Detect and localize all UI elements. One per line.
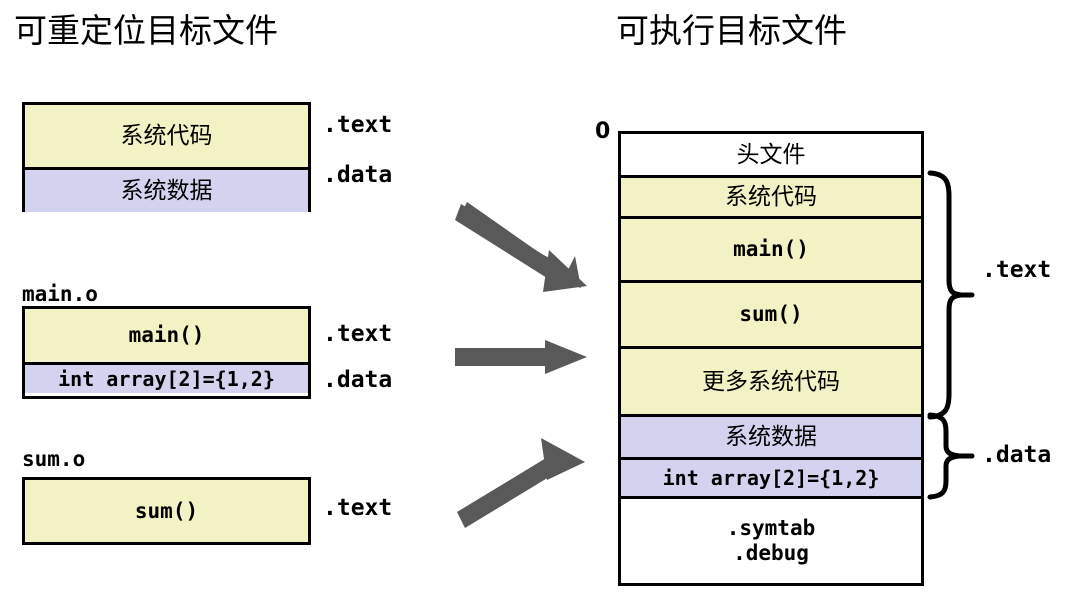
executable-row-header-label: 头文件 bbox=[736, 141, 806, 168]
data-section-brace-label: .data bbox=[982, 442, 1052, 468]
sum-o-text-row: sum() bbox=[25, 480, 308, 542]
system-module-text-row: 系统代码 bbox=[25, 105, 308, 167]
arrow-sum-o-to-executable bbox=[457, 438, 585, 528]
executable-row-sum: sum() bbox=[621, 280, 921, 346]
main-o-data-row: int array[2]={1,2} bbox=[25, 362, 308, 393]
executable-row-more-system-code-label: 更多系统代码 bbox=[702, 368, 840, 395]
executable-row-symtab-debug: .symtab .debug bbox=[621, 496, 921, 583]
main-o-text-row: main() bbox=[25, 309, 308, 362]
executable-row-system-data-label: 系统数据 bbox=[725, 424, 817, 450]
left-panel-title: 可重定位目标文件 bbox=[14, 11, 278, 50]
executable-object-file-box: 头文件 系统代码 main() sum() 更多系统代码 系统数据 int ar… bbox=[618, 131, 924, 586]
system-module-data-row: 系统数据 bbox=[25, 167, 308, 212]
executable-row-main-label: main() bbox=[733, 237, 809, 261]
system-module-data-label: 系统数据 bbox=[120, 178, 213, 204]
main-o-text-section-label: .text bbox=[323, 321, 393, 347]
main-o-box: main() int array[2]={1,2} bbox=[22, 306, 311, 399]
executable-row-system-code: 系统代码 bbox=[621, 175, 921, 216]
executable-row-debug-label: .debug bbox=[733, 541, 809, 565]
executable-row-sum-label: sum() bbox=[739, 302, 803, 326]
text-section-brace-label: .text bbox=[982, 257, 1052, 283]
main-o-data-label: int array[2]={1,2} bbox=[58, 367, 275, 391]
executable-row-system-data: 系统数据 bbox=[621, 414, 921, 457]
executable-row-symtab-label: .symtab bbox=[726, 516, 816, 540]
main-o-data-section-label: .data bbox=[323, 367, 393, 393]
text-section-brace bbox=[927, 170, 975, 420]
system-module-text-section-label: .text bbox=[323, 112, 393, 138]
sum-o-file-name: sum.o bbox=[22, 447, 86, 471]
right-panel-title: 可执行目标文件 bbox=[616, 11, 847, 50]
executable-row-header: 头文件 bbox=[621, 134, 921, 175]
executable-row-system-code-label: 系统代码 bbox=[725, 184, 817, 210]
data-section-brace bbox=[927, 412, 975, 500]
sum-o-text-section-label: .text bbox=[323, 495, 393, 521]
executable-start-address: 0 bbox=[595, 119, 611, 144]
main-o-text-label: main() bbox=[128, 323, 205, 347]
sum-o-box: sum() bbox=[22, 477, 311, 545]
arrow-system-module-to-executable bbox=[455, 202, 587, 292]
executable-row-int-array-label: int array[2]={1,2} bbox=[662, 466, 880, 490]
linker-arrows-group bbox=[455, 202, 587, 528]
system-module-text-label: 系统代码 bbox=[120, 123, 213, 149]
main-o-file-name: main.o bbox=[22, 282, 98, 306]
executable-row-int-array: int array[2]={1,2} bbox=[621, 457, 921, 496]
executable-row-more-system-code: 更多系统代码 bbox=[621, 346, 921, 414]
arrow-main-o-to-executable bbox=[455, 340, 587, 374]
sum-o-text-label: sum() bbox=[134, 498, 199, 523]
system-module-data-section-label: .data bbox=[323, 162, 393, 188]
relocatable-system-module-box: 系统代码 系统数据 bbox=[22, 102, 311, 212]
executable-row-main: main() bbox=[621, 216, 921, 280]
